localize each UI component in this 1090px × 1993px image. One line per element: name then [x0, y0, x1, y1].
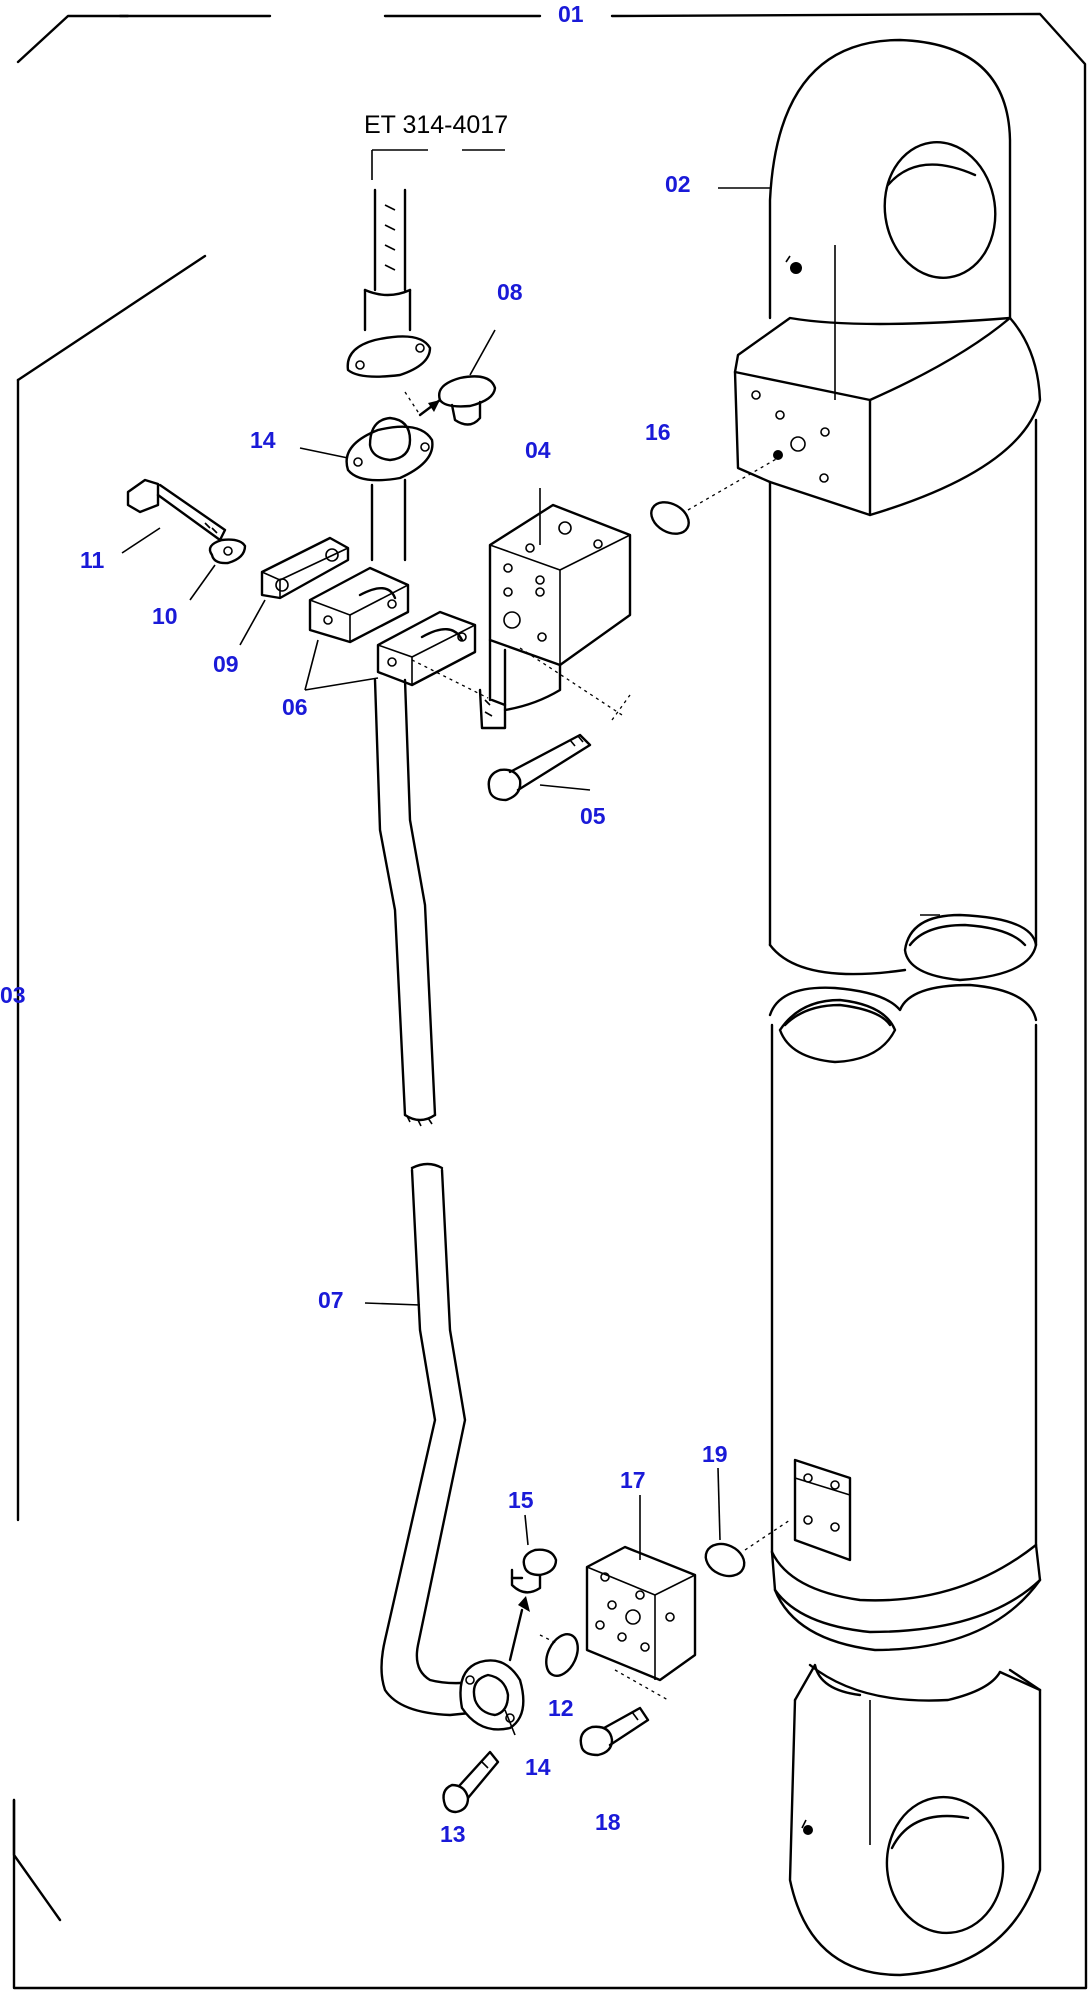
o-ring-19 [704, 1542, 746, 1578]
cylinder-lower-tube [768, 983, 1042, 1652]
callout-06: 06 [282, 694, 308, 720]
cylinder-upper-tube [733, 316, 1042, 982]
callout-15: 15 [508, 1487, 534, 1513]
flange-14-upper [345, 416, 434, 562]
valve-block-04 [478, 503, 632, 730]
callout-04: 04 [525, 437, 551, 463]
callout-10: 10 [152, 603, 178, 629]
bolt-05 [487, 733, 592, 802]
diagram-border [12, 12, 1088, 1990]
callout-12: 12 [548, 1695, 574, 1721]
bolt-11 [126, 478, 227, 542]
bolt-13 [442, 1750, 500, 1814]
flange-14-lower [459, 1659, 525, 1731]
tube-07 [373, 678, 482, 1717]
clamp-06 [308, 566, 477, 687]
callout-18: 18 [595, 1809, 621, 1835]
leader-lines [121, 149, 770, 1736]
washer-10 [208, 538, 247, 565]
valve-block-17 [585, 1545, 697, 1682]
callouts: 01 02 03 04 05 06 07 08 09 10 11 12 13 1… [0, 1, 728, 1847]
reference-number: ET 314-4017 [364, 111, 508, 139]
assembly-lines [404, 391, 791, 1701]
callout-01: 01 [558, 1, 584, 27]
callout-11: 11 [80, 547, 105, 573]
callout-13: 13 [440, 1821, 466, 1847]
callout-16: 16 [645, 419, 671, 445]
clamp-plate-09 [260, 536, 350, 600]
callout-17: 17 [620, 1467, 646, 1493]
plug-08 [418, 375, 497, 426]
o-ring-16 [650, 501, 690, 535]
hose-upper [346, 188, 432, 378]
o-ring-12 [545, 1633, 579, 1677]
callout-07: 07 [318, 1287, 344, 1313]
bolt-18 [579, 1706, 650, 1757]
callout-14-upper: 14 [250, 427, 276, 453]
plug-15 [508, 1548, 558, 1662]
callout-05: 05 [580, 803, 606, 829]
cylinder-head-eye [768, 38, 1012, 400]
callout-19: 19 [702, 1441, 728, 1467]
callout-14-lower: 14 [525, 1754, 551, 1780]
callout-02: 02 [665, 171, 691, 197]
callout-09: 09 [213, 651, 239, 677]
callout-03: 03 [0, 982, 26, 1008]
callout-08: 08 [497, 279, 523, 305]
cylinder-rod-eye [788, 1663, 1042, 1977]
